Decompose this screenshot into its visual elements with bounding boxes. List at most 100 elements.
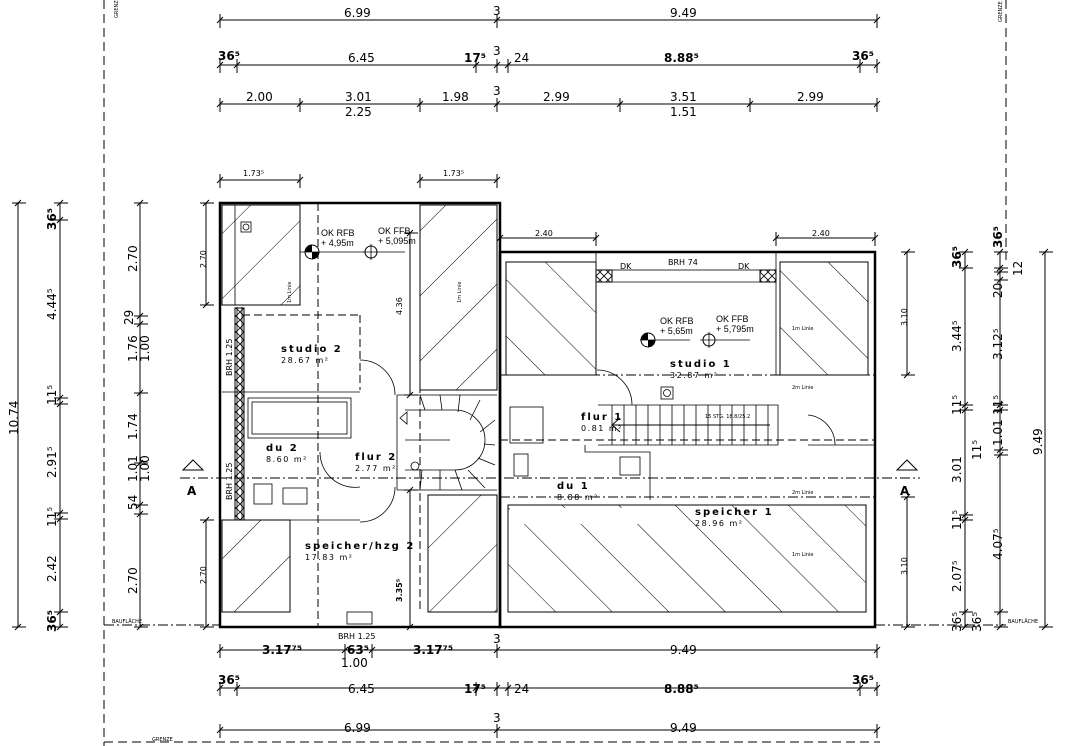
- dimension-line: [202, 301, 210, 309]
- dimension-line: [996, 248, 1004, 256]
- dimension-line: [493, 100, 501, 108]
- dim-label: 3.01: [950, 456, 964, 483]
- dim-label: 6.99: [344, 6, 371, 20]
- brh-label: BRH 1.25: [225, 339, 234, 376]
- dim-label: 1.98: [442, 90, 469, 104]
- section-marker-right: A: [895, 459, 919, 498]
- section-label: A: [187, 484, 197, 498]
- room-area: 32.87 m²: [670, 371, 718, 380]
- brh-label: BRH 1.25: [225, 463, 234, 500]
- right-dimensions: 3.10 3.10 36⁵ 3.44⁵ 11⁵ 3.01 11⁵ 2.07⁵ 3…: [900, 226, 1045, 632]
- dim-label: 11⁵: [950, 510, 964, 530]
- dim-label: 6.99: [344, 721, 371, 735]
- room-area: 17.83 m²: [305, 553, 353, 562]
- misc-annotations: BRH 74 DK DK BRH 1.25 BRH 1.25 BRH 1.25 …: [225, 258, 813, 641]
- dim-label: 3.51: [670, 90, 697, 104]
- low-height-zone: [505, 261, 597, 376]
- dimension-line: [903, 248, 911, 256]
- dim-label: 6.45: [348, 682, 375, 696]
- dimension-line: [56, 216, 64, 224]
- top-dimensions: 6.99 3 9.49 36⁵ 6.45 17⁵ 3 24 8.88⁵ 36⁵ …: [218, 4, 874, 238]
- room-speicher-1: speicher 1 28.96 m²: [695, 507, 774, 528]
- dim-label: 2.00: [246, 90, 273, 104]
- level-label: OK FFB: [378, 226, 411, 236]
- level-label: OK RFB: [660, 316, 694, 326]
- dim-label: 20: [991, 283, 1005, 298]
- dimension-line: [996, 623, 1004, 631]
- dim-label: 36⁵: [45, 208, 59, 230]
- level-marker-icon: [300, 244, 750, 348]
- room-name: du 1: [557, 481, 590, 492]
- dim-label: 3.35⁵: [395, 578, 404, 602]
- dim-label: 36⁵: [218, 49, 240, 63]
- dimension-line: [136, 510, 144, 518]
- dimension-line: [136, 623, 144, 631]
- dim-label: 9.49: [670, 643, 697, 657]
- dim-label: 24: [514, 51, 529, 65]
- dimension-line: [202, 516, 210, 524]
- line-label: 1m Linie: [792, 552, 813, 558]
- dim-label: 11⁵: [950, 395, 964, 415]
- dim-label: 4.36: [395, 297, 404, 315]
- dimension-line: [136, 312, 144, 320]
- dim-label: 3.17⁷⁵: [262, 643, 302, 657]
- dim-label: 1.51: [670, 105, 697, 119]
- room-name: speicher/hzg 2: [305, 541, 415, 552]
- dim-label: 3.10: [900, 557, 909, 575]
- dim-label: 6.45: [348, 51, 375, 65]
- section-marker-left: A: [181, 459, 205, 498]
- dimension-line: [296, 100, 304, 108]
- dim-label: 1.74: [126, 413, 140, 440]
- chimney-icon: [240, 221, 674, 400]
- dimension-line: [996, 451, 1004, 459]
- dimension-line: [56, 400, 64, 408]
- dim-label: 8.88⁵: [664, 51, 699, 65]
- dimension-line: [216, 684, 224, 692]
- dim-label: 3: [493, 44, 501, 58]
- dim-label: 1.76: [126, 335, 140, 362]
- dimension-line: [493, 61, 501, 69]
- room-studio-2: studio 2 28.67 m²: [281, 344, 341, 365]
- dimension-line: [996, 608, 1004, 616]
- room-du-2: du 2 8.60 m²: [266, 443, 306, 464]
- room-speicher-hzg-2: speicher/hzg 2 17.83 m²: [305, 541, 415, 562]
- left-dimensions: 10.74 36⁵ 4.44⁵ 11⁵ 2.91⁵ 11⁵ 2.42 36⁵ 2…: [7, 208, 404, 632]
- dim-label: 1.73⁵: [243, 169, 264, 178]
- dimension-lines: [12, 14, 1053, 738]
- dimension-line: [961, 264, 969, 272]
- room-name: du 2: [266, 443, 299, 454]
- grenze-label-right: GRENZE: [998, 1, 1004, 22]
- dimension-line: [136, 199, 144, 207]
- stairs-note: 15 STG. 18.8/25.2: [705, 414, 750, 420]
- dim-label: 12: [1011, 261, 1025, 276]
- dimension-line: [996, 406, 1004, 414]
- line-label: 2m Linie: [792, 490, 813, 496]
- section-label: A: [900, 484, 910, 498]
- dimension-line: [873, 646, 881, 654]
- dimension-line: [56, 608, 64, 616]
- stair-direction-arrow: [611, 417, 770, 433]
- straight-stairs: [611, 405, 770, 445]
- dimension-line: [136, 389, 144, 397]
- dim-label: 54: [126, 495, 140, 510]
- brh-label: BRH 74: [668, 258, 698, 267]
- dimension-line: [216, 726, 224, 734]
- bottom-dimensions: 3.17⁷⁵ 63⁵ 1.00 3.17⁷⁵ 3 9.49 36⁵ 6.45 1…: [218, 632, 874, 735]
- dim-label: 3.12⁵: [991, 328, 1005, 360]
- room-name: speicher 1: [695, 507, 774, 518]
- dim-label: 2.70: [199, 566, 208, 584]
- dimension-line: [856, 684, 864, 692]
- level-value: + 4,95m: [321, 238, 354, 248]
- dimension-line: [616, 100, 624, 108]
- dim-label: 17⁵: [464, 51, 486, 65]
- dim-label: 11⁵: [991, 395, 1005, 415]
- dimension-line: [472, 684, 480, 692]
- dimension-line: [233, 61, 241, 69]
- dimension-line: [56, 623, 64, 631]
- dimension-line: [873, 100, 881, 108]
- dim-label: 2.91⁵: [45, 446, 59, 478]
- dimension-line: [903, 623, 911, 631]
- dim-label: 2.07⁵: [950, 560, 964, 592]
- dimension-line: [216, 100, 224, 108]
- room-area: 2.77 m²: [355, 464, 397, 473]
